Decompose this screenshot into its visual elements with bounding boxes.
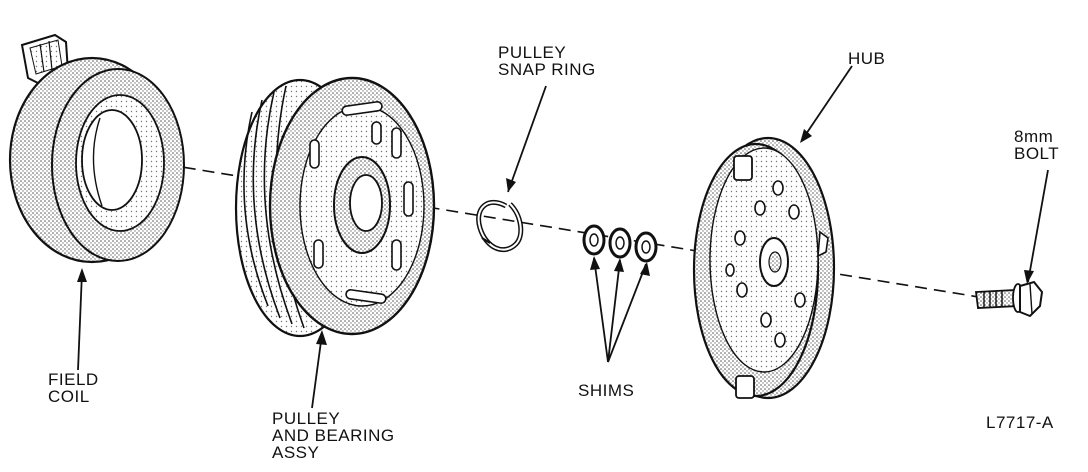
leader-lines	[77, 65, 1049, 409]
label-shims: SHIMS	[578, 381, 635, 400]
label-snap-ring: PULLEY SNAP RING	[498, 43, 596, 79]
field-coil-part	[8, 33, 185, 264]
center-axis-line	[89, 151, 986, 299]
figure-id: L7717-A	[986, 413, 1054, 432]
hub-part	[692, 136, 836, 400]
label-pulley-and-bearing: PULLEY AND BEARING ASSY	[272, 409, 395, 462]
label-field-coil: FIELD COIL	[48, 370, 99, 406]
label-hub: HUB	[848, 49, 886, 68]
label-bolt: 8mm BOLT	[1014, 127, 1060, 163]
shims-part	[582, 224, 658, 263]
bolt-part	[974, 280, 1044, 318]
snap-ring-part	[476, 199, 524, 252]
leader-arrowheads	[77, 129, 1034, 345]
pulley-and-bearing-part	[234, 76, 436, 338]
